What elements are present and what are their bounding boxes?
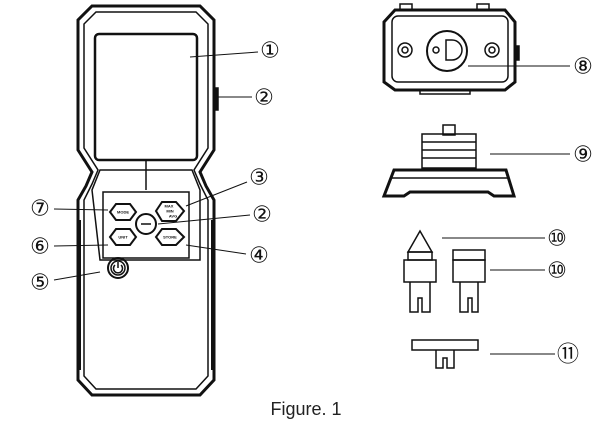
button-center <box>135 213 157 235</box>
button-mode: MODE <box>108 203 138 221</box>
cone-probe <box>403 229 437 313</box>
disc-probe <box>411 339 479 369</box>
svg-text:MAX: MAX <box>165 204 174 209</box>
callout-4: ④ <box>249 243 269 268</box>
button-max-min-avg: MAX MIN AVG <box>154 201 186 222</box>
button-store: STORE <box>154 228 186 246</box>
callout-3: ③ <box>249 165 269 190</box>
sensor-base <box>381 124 517 198</box>
callout-10a: ⑩ <box>547 226 567 251</box>
svg-text:MIN: MIN <box>166 209 173 214</box>
mode-label: MODE <box>117 210 129 215</box>
display-screen <box>93 32 199 162</box>
figure-caption: Figure. 1 <box>270 399 342 419</box>
callout-6: ⑥ <box>30 234 50 259</box>
callout-9: ⑨ <box>573 142 593 167</box>
leader-lines <box>53 51 570 355</box>
callout-2b: ② <box>252 202 272 227</box>
callout-2: ② <box>254 85 274 110</box>
callout-11: ⑪ <box>557 342 579 367</box>
callout-5: ⑤ <box>30 270 50 295</box>
button-unit: UNIT <box>108 228 138 246</box>
svg-text:STORE: STORE <box>163 235 177 240</box>
main-device <box>76 4 219 397</box>
callout-8: ⑧ <box>573 54 593 79</box>
svg-text:AVG: AVG <box>169 214 177 219</box>
callout-1: ① <box>260 38 280 63</box>
device-top-view <box>382 3 520 95</box>
callout-10b: ⑩ <box>547 258 567 283</box>
svg-text:UNIT: UNIT <box>118 235 128 240</box>
callouts: ① ② ③ ⑦ ② ⑥ ④ ⑤ ⑧ ⑨ ⑩ ⑩ ⑪ <box>30 38 593 367</box>
side-button <box>213 87 219 111</box>
power-icon <box>107 257 129 279</box>
cylinder-probe <box>452 249 486 313</box>
callout-7: ⑦ <box>30 196 50 221</box>
sensor-port <box>426 30 468 72</box>
